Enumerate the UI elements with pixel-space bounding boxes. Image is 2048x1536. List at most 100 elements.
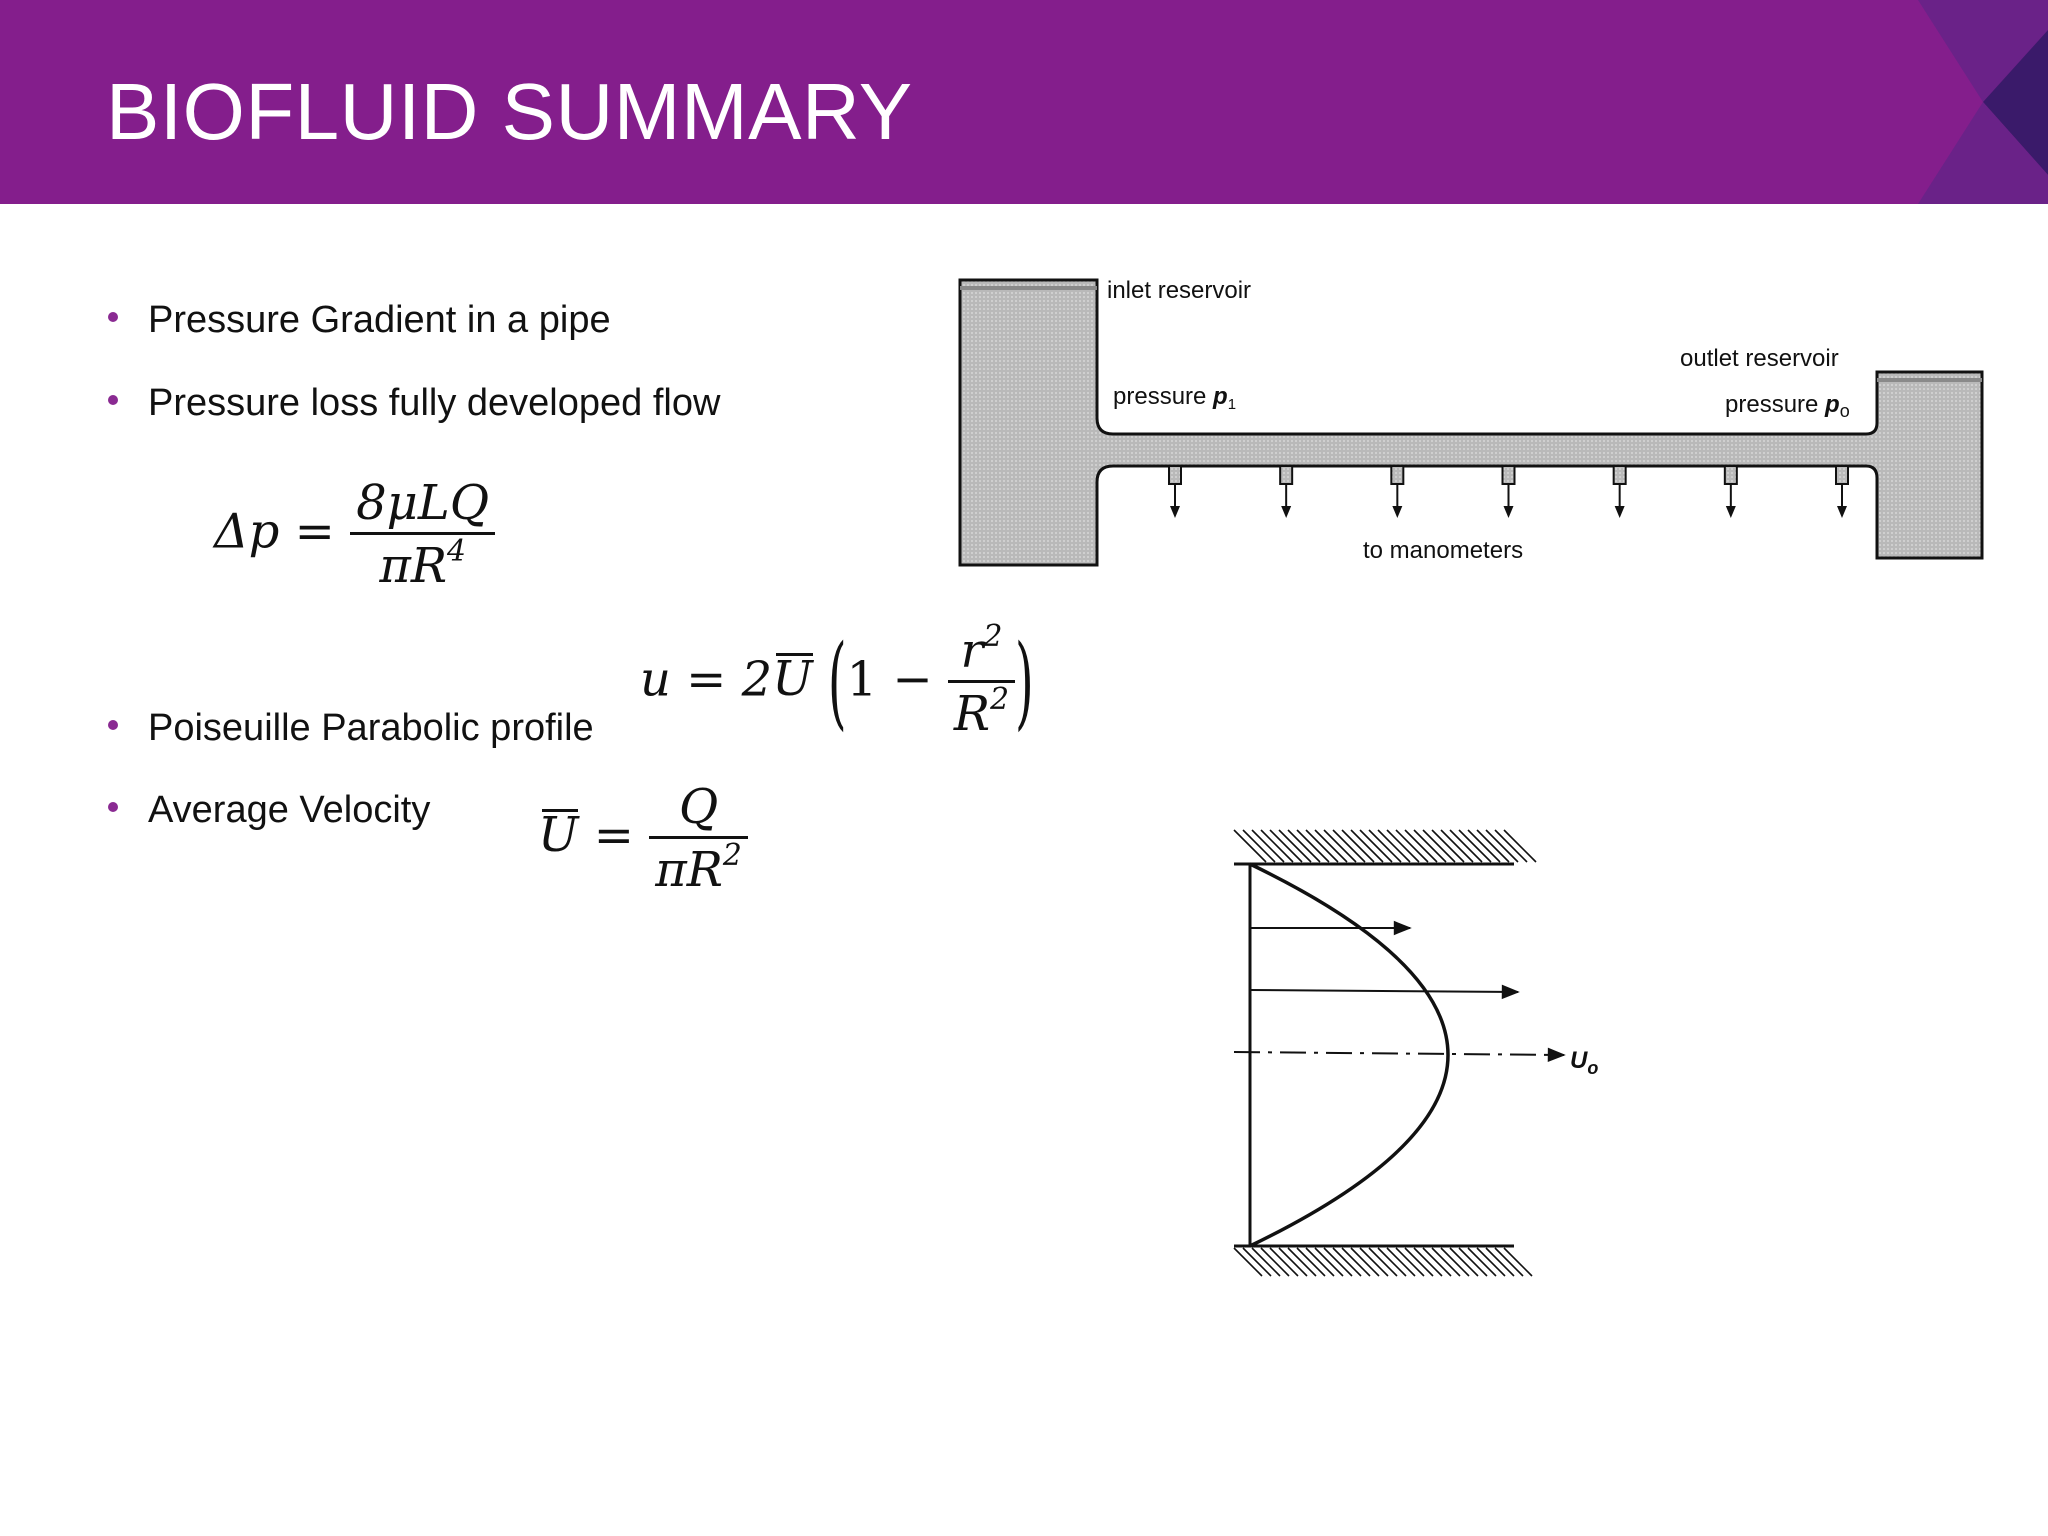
inlet-pressure-label: pressure p1 — [1113, 383, 1236, 413]
hatch-line — [1296, 1247, 1326, 1277]
one-minus: 1 − — [846, 651, 933, 708]
pressure-tap — [1168, 465, 1182, 518]
title-bar: BIOFLUID SUMMARY — [0, 0, 2048, 204]
hatch-line — [1269, 1247, 1299, 1277]
hatch-line — [1422, 1247, 1452, 1277]
hatch-line — [1350, 1247, 1380, 1277]
hatch-line — [1260, 829, 1294, 863]
hatch-line — [1314, 829, 1348, 863]
hatch-line — [1323, 829, 1357, 863]
down-arrow-icon — [1170, 506, 1180, 518]
velocity-arrow — [1249, 984, 1520, 1000]
manometers-label: to manometers — [1363, 537, 1523, 564]
bullet-dot — [108, 395, 118, 405]
inlet-free-surface — [960, 286, 1097, 290]
hatch-line — [1242, 829, 1276, 863]
velocity-subscript: o — [1587, 1058, 1598, 1078]
pipe-flow-figure: inlet reservoir outlet reservoir pressur… — [958, 277, 1984, 567]
den-exponent: 2 — [990, 682, 1009, 718]
pressure-tap — [1279, 465, 1294, 518]
right-paren: ) — [1015, 624, 1034, 742]
hatch-line — [1359, 829, 1393, 863]
hatch-line — [1449, 1247, 1479, 1277]
fluid-body — [958, 278, 1984, 567]
hatch-line — [1395, 1247, 1425, 1277]
hatch-line — [1440, 829, 1474, 863]
hatch-line — [1332, 829, 1366, 863]
hatch-line — [1386, 829, 1420, 863]
hatch-line — [1431, 1247, 1461, 1277]
eq-numerator: 8μLQ — [356, 475, 490, 531]
tap-stub — [1279, 465, 1294, 485]
hatch-line — [1341, 829, 1375, 863]
num-base: r — [960, 623, 984, 679]
pressure-word: pressure — [1113, 383, 1206, 410]
hatch-line — [1485, 829, 1519, 863]
hatch-line — [1260, 1247, 1290, 1277]
bullet-dot — [108, 802, 118, 812]
hatch-line — [1458, 1247, 1488, 1277]
left-paren: ( — [827, 624, 847, 742]
average-velocity-equation: U = Q πR2 — [538, 782, 748, 896]
hatch-line — [1287, 829, 1321, 863]
tap-stub — [1835, 465, 1849, 485]
hatch-line — [1314, 1247, 1344, 1277]
tap-stub — [1168, 465, 1182, 485]
hatch-line — [1467, 1247, 1497, 1277]
hatch-line — [1404, 1247, 1434, 1277]
hatch-line — [1323, 1247, 1353, 1277]
pressure-loss-equation: Δp = 8μLQ πR4 — [214, 475, 496, 592]
pressure-tap — [1612, 465, 1627, 518]
pressure-tap — [1501, 465, 1516, 518]
bullet-dot — [108, 312, 118, 322]
hatch-line — [1305, 829, 1339, 863]
hatch-line — [1503, 829, 1537, 863]
hatch-line — [1287, 1247, 1317, 1277]
bottom-wall — [1233, 1244, 1533, 1277]
hatch-line — [1395, 829, 1429, 863]
hatch-line — [1296, 829, 1330, 863]
hatch-line — [1503, 1247, 1533, 1277]
eq-numerator: r2 — [955, 622, 1009, 679]
hatch-line — [1242, 1247, 1272, 1277]
u-bar: U — [538, 807, 579, 864]
hatch-line — [1368, 829, 1402, 863]
fraction-bar — [947, 680, 1015, 684]
eq-fraction: Q πR2 — [649, 782, 748, 896]
down-arrow-icon — [1614, 506, 1625, 518]
eq-fraction: r2 R2 — [947, 622, 1015, 740]
hatch-line — [1278, 1247, 1308, 1277]
pressure-tap — [1723, 465, 1738, 518]
down-arrow-icon — [1392, 506, 1403, 518]
tap-stub — [1390, 465, 1405, 485]
hatch-line — [1341, 1247, 1371, 1277]
parabolic-profile-curve — [1249, 862, 1450, 1248]
eq-denominator: πR4 — [373, 537, 472, 591]
tap-stub — [1501, 465, 1516, 485]
hatch-line — [1458, 829, 1492, 863]
bullet-text: Poiseuille Parabolic profile — [148, 707, 594, 749]
bullet-text: Pressure loss fully developed flow — [148, 382, 721, 424]
hatch-line — [1233, 1247, 1263, 1277]
eq-numerator: Q — [678, 779, 719, 835]
pressure-tap — [1835, 465, 1849, 518]
parabolic-profile-equation: u = 2U (1 − r2 R2 ) — [640, 622, 1034, 742]
den-exponent: 2 — [722, 838, 742, 874]
down-arrow-icon — [1281, 506, 1292, 518]
hatch-line — [1422, 829, 1456, 863]
hatch-line — [1485, 1247, 1515, 1277]
den-exponent: 4 — [447, 534, 466, 570]
velocity-symbol: U — [1570, 1047, 1588, 1074]
hatch-line — [1431, 829, 1465, 863]
hatch-line — [1251, 829, 1285, 863]
hatch-bottom — [1233, 1247, 1533, 1277]
down-arrow-icon — [1725, 506, 1736, 518]
hatch-line — [1449, 829, 1483, 863]
u-bar: U — [772, 651, 814, 708]
hatch-top — [1233, 829, 1537, 863]
velocity-profile-figure: Uo — [1233, 829, 1598, 1277]
hatch-line — [1278, 829, 1312, 863]
centerline-velocity-label: Uo — [1570, 1047, 1598, 1078]
pressure-symbol: p — [1212, 383, 1228, 410]
outlet-pressure-label: pressure po — [1725, 391, 1850, 421]
